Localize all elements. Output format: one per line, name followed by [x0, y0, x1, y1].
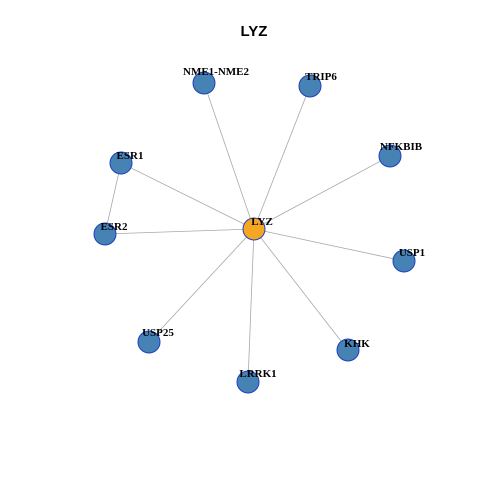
edge-lyz-trip6 — [253, 85, 311, 230]
edge-lyz-usp1 — [253, 228, 405, 262]
node-label-nme1-nme2: NME1-NME2 — [183, 66, 249, 78]
node-label-usp1: USP1 — [399, 247, 425, 259]
edge-lyz-usp25 — [148, 228, 255, 343]
edge-lyz-khk — [253, 228, 349, 351]
node-usp1[interactable] — [392, 249, 416, 273]
edge-lyz-nme1-nme2 — [203, 82, 255, 230]
node-nme1-nme2[interactable] — [192, 71, 216, 95]
node-nfkbib[interactable] — [378, 144, 402, 168]
edge-lyz-esr1 — [120, 162, 255, 230]
node-lyz[interactable] — [242, 217, 266, 241]
node-khk[interactable] — [336, 338, 360, 362]
node-trip6[interactable] — [298, 74, 322, 98]
node-label-nfkbib: NFKBIB — [380, 141, 423, 153]
edge-lyz-lrrk1 — [247, 228, 255, 383]
node-layer — [93, 71, 416, 394]
node-label-esr1: ESR1 — [117, 150, 144, 162]
edge-layer — [104, 82, 405, 383]
node-esr2[interactable] — [93, 222, 117, 246]
node-esr1[interactable] — [109, 151, 133, 175]
node-label-lyz: LYZ — [251, 216, 273, 228]
edge-lyz-nfkbib — [253, 155, 391, 230]
node-label-khk: KHK — [344, 338, 370, 350]
diagram-title: LYZ — [241, 23, 268, 40]
node-label-trip6: TRIP6 — [305, 71, 337, 83]
node-label-esr2: ESR2 — [101, 221, 128, 233]
node-lrrk1[interactable] — [236, 370, 260, 394]
edge-esr1-esr2 — [104, 162, 122, 235]
edge-lyz-esr2 — [104, 228, 255, 235]
node-usp25[interactable] — [137, 330, 161, 354]
node-label-lrrk1: LRRK1 — [239, 368, 276, 380]
node-label-usp25: USP25 — [142, 327, 174, 339]
